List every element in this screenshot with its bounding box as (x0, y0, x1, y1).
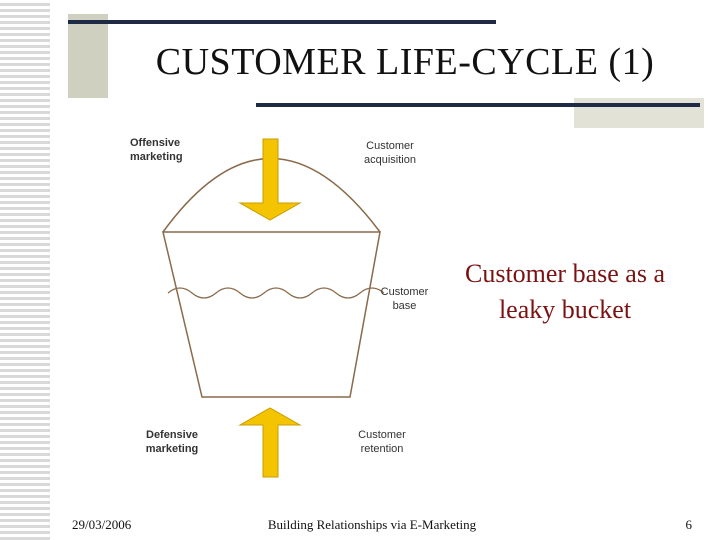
offensive-marketing-label: Offensive marketing (130, 137, 183, 163)
footer-page-number: 6 (685, 517, 693, 532)
leaky-bucket-callout: Customer base as a leaky bucket (464, 259, 665, 324)
footer-title: Building Relationships via E-Marketing (267, 517, 477, 532)
title-rule-top (68, 20, 496, 24)
slide-title: CUSTOMER LIFE-CYCLE (1) (155, 41, 655, 83)
leaky-bucket-diagram: Offensive marketing Customer acquisition… (120, 125, 450, 490)
title-rule-bottom (256, 103, 700, 107)
customer-retention-label: Customer retention (358, 429, 406, 455)
decorative-stripes (0, 0, 50, 540)
decorative-block (68, 14, 108, 98)
defensive-marketing-label: Defensive marketing (145, 429, 199, 455)
bucket-body (162, 231, 381, 398)
customer-base-label: Customer base (380, 286, 429, 312)
water-level-wave (167, 287, 385, 299)
customer-acquisition-label: Customer acquisition (364, 140, 416, 166)
bucket-svg (162, 138, 385, 478)
footer-date: 29/03/2006 (72, 517, 132, 532)
acquisition-arrow (238, 138, 302, 221)
retention-arrow (238, 407, 302, 478)
